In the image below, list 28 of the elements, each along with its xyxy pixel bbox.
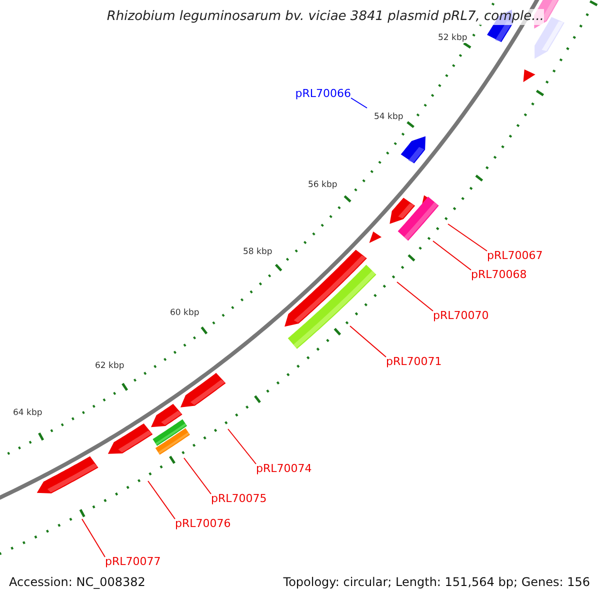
gene-label: pRL70074 (256, 462, 312, 475)
accession-text: Accession: NC_008382 (9, 575, 146, 589)
map-title: Rhizobium leguminosarum bv. viciae 3841 plasmid pRL7, comple... (106, 9, 544, 25)
leader-line (148, 480, 176, 520)
tick-label: 62 kbp (95, 361, 124, 371)
leader-line (350, 326, 386, 358)
gene-label: pRL70067 (487, 249, 543, 262)
leader-line (396, 282, 434, 312)
gene-label: pRL70068 (471, 268, 527, 281)
tick-label: 64 kbp (13, 408, 42, 418)
leader-line (82, 518, 106, 558)
gene-label: pRL70070 (433, 309, 489, 322)
gene-label: pRL70076 (175, 517, 231, 530)
map-info-text: Topology: circular; Length: 151,564 bp; Genes: 156 (283, 575, 590, 589)
tick-label: 60 kbp (170, 308, 200, 318)
tick-label: 56 kbp (308, 180, 338, 190)
gene-label: pRL70077 (105, 555, 161, 568)
tick-label: 58 kbp (243, 247, 272, 257)
leader-line (448, 224, 488, 252)
leader-line (350, 98, 368, 108)
gene-label: pRL70075 (211, 492, 267, 505)
leader-line (228, 428, 256, 464)
tick-label: 54 kbp (374, 112, 404, 122)
leader-line (432, 240, 472, 270)
tick-label: 52 kbp (438, 33, 468, 43)
leader-line (184, 458, 212, 494)
gene-label: pRL70066 (295, 87, 351, 100)
gene-label: pRL70071 (386, 355, 442, 368)
